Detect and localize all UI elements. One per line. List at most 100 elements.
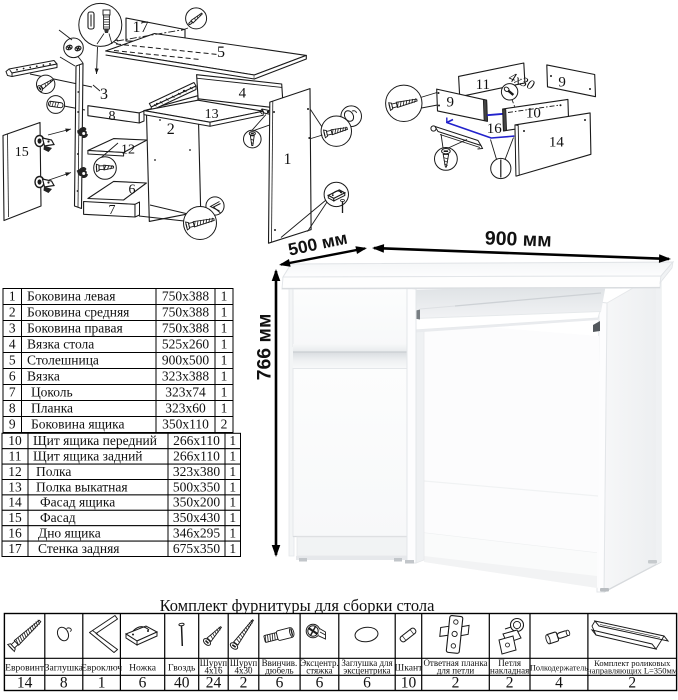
svg-text:6: 6	[363, 675, 371, 692]
svg-text:10: 10	[401, 675, 417, 692]
svg-text:Шуруп: Шуруп	[230, 658, 257, 668]
svg-text:Комплект роликовых: Комплект роликовых	[594, 658, 671, 668]
svg-text:3: 3	[9, 321, 16, 336]
svg-text:5: 5	[9, 353, 16, 368]
svg-text:40: 40	[174, 675, 190, 692]
svg-text:6: 6	[139, 675, 147, 692]
svg-text:16: 16	[8, 526, 22, 541]
svg-text:5: 5	[217, 44, 225, 61]
svg-text:Столешница: Столешница	[27, 353, 99, 368]
svg-text:13: 13	[205, 107, 219, 122]
svg-text:Ответная планка: Ответная планка	[423, 658, 487, 668]
svg-text:1: 1	[229, 479, 236, 494]
svg-text:6: 6	[129, 183, 136, 198]
svg-text:Шкант: Шкант	[395, 663, 424, 674]
svg-text:1: 1	[221, 305, 228, 320]
svg-text:Вязка: Вязка	[27, 369, 60, 384]
svg-text:2: 2	[167, 121, 175, 138]
svg-text:16: 16	[487, 121, 503, 137]
svg-text:17: 17	[8, 541, 22, 556]
svg-text:2: 2	[452, 675, 460, 692]
svg-text:1: 1	[98, 675, 106, 692]
svg-text:350х430: 350х430	[173, 510, 221, 525]
svg-text:дюбель: дюбель	[265, 666, 293, 676]
svg-text:4х16: 4х16	[204, 666, 223, 676]
svg-text:2: 2	[628, 675, 636, 692]
svg-text:15: 15	[8, 510, 22, 525]
svg-text:11: 11	[9, 449, 22, 464]
svg-text:1: 1	[221, 401, 228, 416]
svg-text:1: 1	[229, 510, 236, 525]
svg-text:11: 11	[476, 77, 490, 93]
svg-text:2: 2	[506, 675, 514, 692]
svg-text:Комплект фурнитуры для сборки: Комплект фурнитуры для сборки стола	[160, 596, 436, 615]
svg-text:1: 1	[229, 464, 236, 479]
svg-text:Фасад ящика: Фасад ящика	[40, 495, 115, 510]
svg-text:1: 1	[221, 385, 228, 400]
svg-text:8: 8	[109, 109, 116, 124]
svg-text:1: 1	[221, 289, 228, 304]
svg-text:766 мм: 766 мм	[254, 314, 276, 381]
svg-text:7: 7	[109, 203, 116, 218]
svg-text:350х200: 350х200	[173, 495, 221, 510]
svg-text:Ввинчив.: Ввинчив.	[262, 658, 298, 668]
svg-text:Ножка: Ножка	[129, 663, 157, 674]
svg-text:4: 4	[9, 337, 16, 352]
svg-text:1: 1	[221, 369, 228, 384]
svg-text:266х110: 266х110	[173, 433, 220, 448]
svg-text:1: 1	[229, 433, 236, 448]
svg-text:Эксцентр.: Эксцентр.	[300, 658, 339, 668]
svg-text:323х60: 323х60	[165, 401, 206, 416]
svg-text:323х74: 323х74	[165, 385, 206, 400]
svg-text:1: 1	[229, 495, 236, 510]
svg-text:1: 1	[221, 337, 228, 352]
svg-text:500х350: 500х350	[173, 479, 221, 494]
svg-text:2: 2	[240, 675, 248, 692]
svg-text:675х350: 675х350	[173, 541, 221, 556]
svg-text:6: 6	[316, 675, 324, 692]
svg-text:750х388: 750х388	[162, 289, 210, 304]
svg-text:2: 2	[221, 417, 228, 432]
svg-text:1: 1	[284, 151, 292, 168]
svg-text:накладная: накладная	[490, 666, 529, 676]
svg-text:17: 17	[133, 19, 149, 36]
svg-text:Гвоздь: Гвоздь	[168, 663, 196, 674]
svg-text:3: 3	[100, 86, 108, 103]
svg-text:346х295: 346х295	[173, 526, 221, 541]
svg-text:4х30: 4х30	[235, 666, 254, 676]
svg-text:Боковина левая: Боковина левая	[27, 289, 115, 304]
svg-text:Щит ящика задний: Щит ящика задний	[33, 449, 143, 464]
svg-text:Дно ящика: Дно ящика	[38, 526, 101, 541]
svg-text:6: 6	[276, 675, 284, 692]
svg-text:9: 9	[558, 75, 566, 91]
svg-text:Стенка задняя: Стенка задняя	[38, 541, 120, 556]
svg-text:266х110: 266х110	[173, 449, 220, 464]
svg-text:для петли: для петли	[437, 666, 474, 676]
svg-text:6: 6	[9, 369, 16, 384]
svg-text:12: 12	[121, 143, 135, 158]
svg-text:1: 1	[221, 321, 228, 336]
svg-text:10: 10	[8, 433, 22, 448]
svg-text:1: 1	[229, 449, 236, 464]
svg-text:Боковина средняя: Боковина средняя	[27, 305, 129, 320]
svg-text:750х388: 750х388	[162, 305, 210, 320]
svg-text:Петля: Петля	[498, 658, 521, 668]
svg-text:24: 24	[206, 675, 222, 692]
svg-text:1: 1	[9, 289, 16, 304]
svg-text:7: 7	[9, 385, 16, 400]
svg-text:750х388: 750х388	[162, 321, 210, 336]
svg-text:Полка выкатная: Полка выкатная	[36, 479, 128, 494]
svg-text:10: 10	[526, 106, 541, 122]
svg-text:Заглушка: Заглушка	[45, 663, 84, 674]
svg-text:15: 15	[15, 145, 29, 160]
svg-text:эксцентрика: эксцентрика	[343, 666, 390, 676]
svg-text:323х388: 323х388	[162, 369, 210, 384]
svg-text:13: 13	[8, 479, 22, 494]
svg-text:4: 4	[555, 675, 563, 692]
svg-text:350х110: 350х110	[162, 417, 209, 432]
svg-text:Заглушка для: Заглушка для	[341, 658, 392, 668]
svg-text:2: 2	[9, 305, 16, 320]
svg-text:323х380: 323х380	[173, 464, 221, 479]
svg-text:Вязка стола: Вязка стола	[27, 337, 94, 352]
svg-text:Боковина ящика: Боковина ящика	[31, 417, 125, 432]
